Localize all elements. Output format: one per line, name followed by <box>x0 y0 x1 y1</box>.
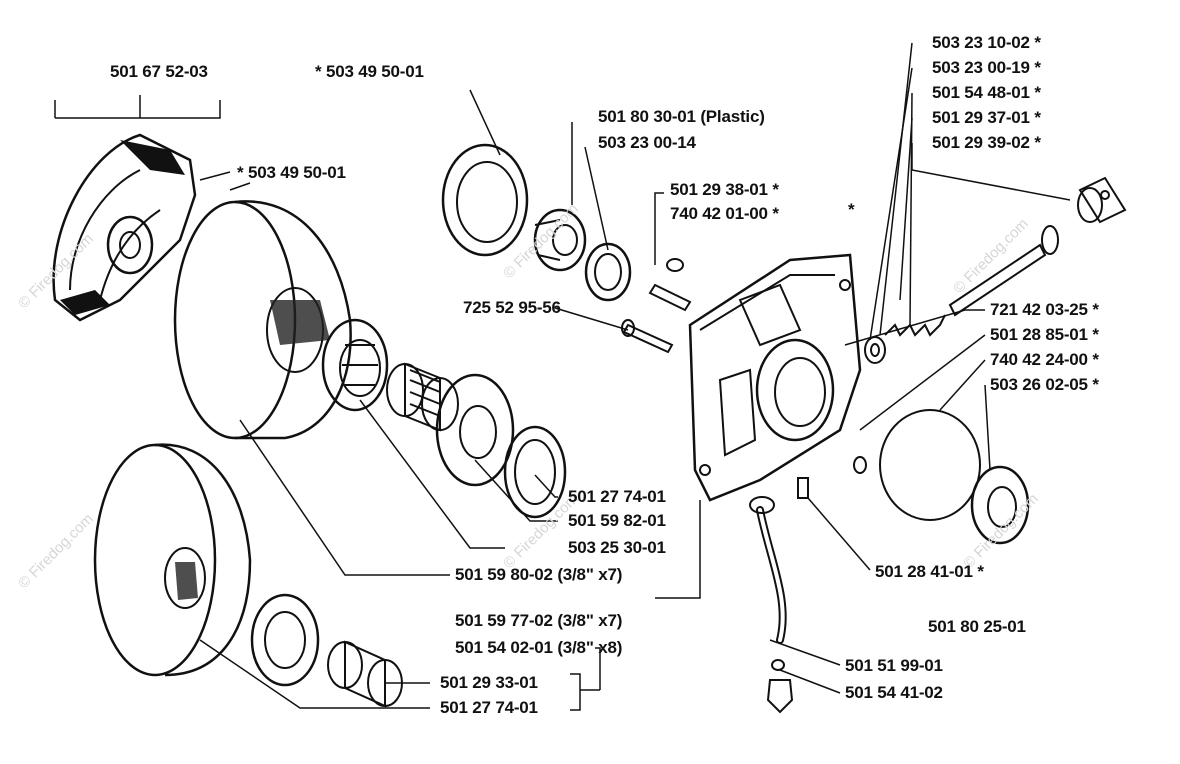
sprocket-rim <box>321 318 389 412</box>
part-label-501-29-37-01: 501 29 37-01 * <box>932 108 1041 127</box>
part-label-501-29-38-01: 501 29 38-01 * <box>670 180 779 199</box>
part-label-503-23-00-19: 503 23 00-19 * <box>932 58 1041 77</box>
part-label-503-26-02-05: 503 26 02-05 * <box>990 375 1099 394</box>
part-label-501-27-74-01-lower: 501 27 74-01 <box>440 698 538 717</box>
part-label-501-59-82-01: 501 59 82-01 <box>568 511 666 530</box>
pump-spring <box>864 314 946 364</box>
part-label-housing-asterisk: * <box>848 200 855 219</box>
screw <box>621 319 674 354</box>
part-label-501-59-80-02: 501 59 80-02 (3/8" x7) <box>455 565 623 584</box>
top-gear <box>533 208 587 272</box>
part-label-721-42-03-25: 721 42 03-25 * <box>990 300 1099 319</box>
part-label-503-49-50-01-clutch: * 503 49 50-01 <box>237 163 346 182</box>
part-label-503-25-30-01: 503 25 30-01 <box>568 538 666 557</box>
washer-upper <box>435 373 515 487</box>
clutch-drum-lower <box>93 443 252 677</box>
oil-strainer <box>766 659 794 714</box>
part-label-501-54-02-01: 501 54 02-01 (3/8" x8) <box>455 638 623 657</box>
needle-bearing-upper <box>386 362 459 432</box>
leader-lines <box>199 42 1071 711</box>
part-label-501-28-85-01: 501 28 85-01 * <box>990 325 1099 344</box>
part-label-501-54-41-02: 501 54 41-02 <box>845 683 943 702</box>
needle-bearing-lower <box>327 640 403 708</box>
part-label-503-49-50-01-top: * 503 49 50-01 <box>315 62 424 81</box>
part-label-501-27-74-01-upper: 501 27 74-01 <box>568 487 666 506</box>
clutch-drum-upper <box>173 182 352 440</box>
oil-seal <box>970 465 1030 545</box>
part-label-740-42-24-00: 740 42 24-00 * <box>990 350 1099 369</box>
clutch-assembly <box>52 95 221 322</box>
part-label-501-80-30-01: 501 80 30-01 (Plastic) <box>598 107 765 126</box>
top-washer-1 <box>441 143 529 257</box>
part-label-501-59-77-02: 501 59 77-02 (3/8" x7) <box>455 611 623 630</box>
part-label-501-51-99-01: 501 51 99-01 <box>845 656 943 675</box>
part-label-501-28-41-01: 501 28 41-01 * <box>875 562 984 581</box>
part-label-740-42-01-00: 740 42 01-00 * <box>670 204 779 223</box>
part-label-501-67-52-03: 501 67 52-03 <box>110 62 208 81</box>
part-label-725-52-95-56: 725 52 95-56 <box>463 298 561 317</box>
spur-gear-upper <box>503 425 567 519</box>
part-label-501-29-33-01: 501 29 33-01 <box>440 673 538 692</box>
part-label-501-29-39-02: 501 29 39-02 * <box>932 133 1041 152</box>
pin-small <box>648 258 692 312</box>
o-ring <box>879 409 981 521</box>
oil-pump-housing <box>688 253 862 502</box>
small-nipple <box>797 456 867 499</box>
part-label-501-80-25-01: 501 80 25-01 <box>928 617 1026 636</box>
top-washer-2 <box>584 242 632 302</box>
pump-shaft <box>948 176 1127 317</box>
oil-hose <box>749 496 787 644</box>
spur-gear-lower <box>250 593 320 687</box>
part-label-501-54-48-01: 501 54 48-01 * <box>932 83 1041 102</box>
part-label-503-23-00-14: 503 23 00-14 <box>598 133 696 152</box>
part-label-503-23-10-02: 503 23 10-02 * <box>932 33 1041 52</box>
